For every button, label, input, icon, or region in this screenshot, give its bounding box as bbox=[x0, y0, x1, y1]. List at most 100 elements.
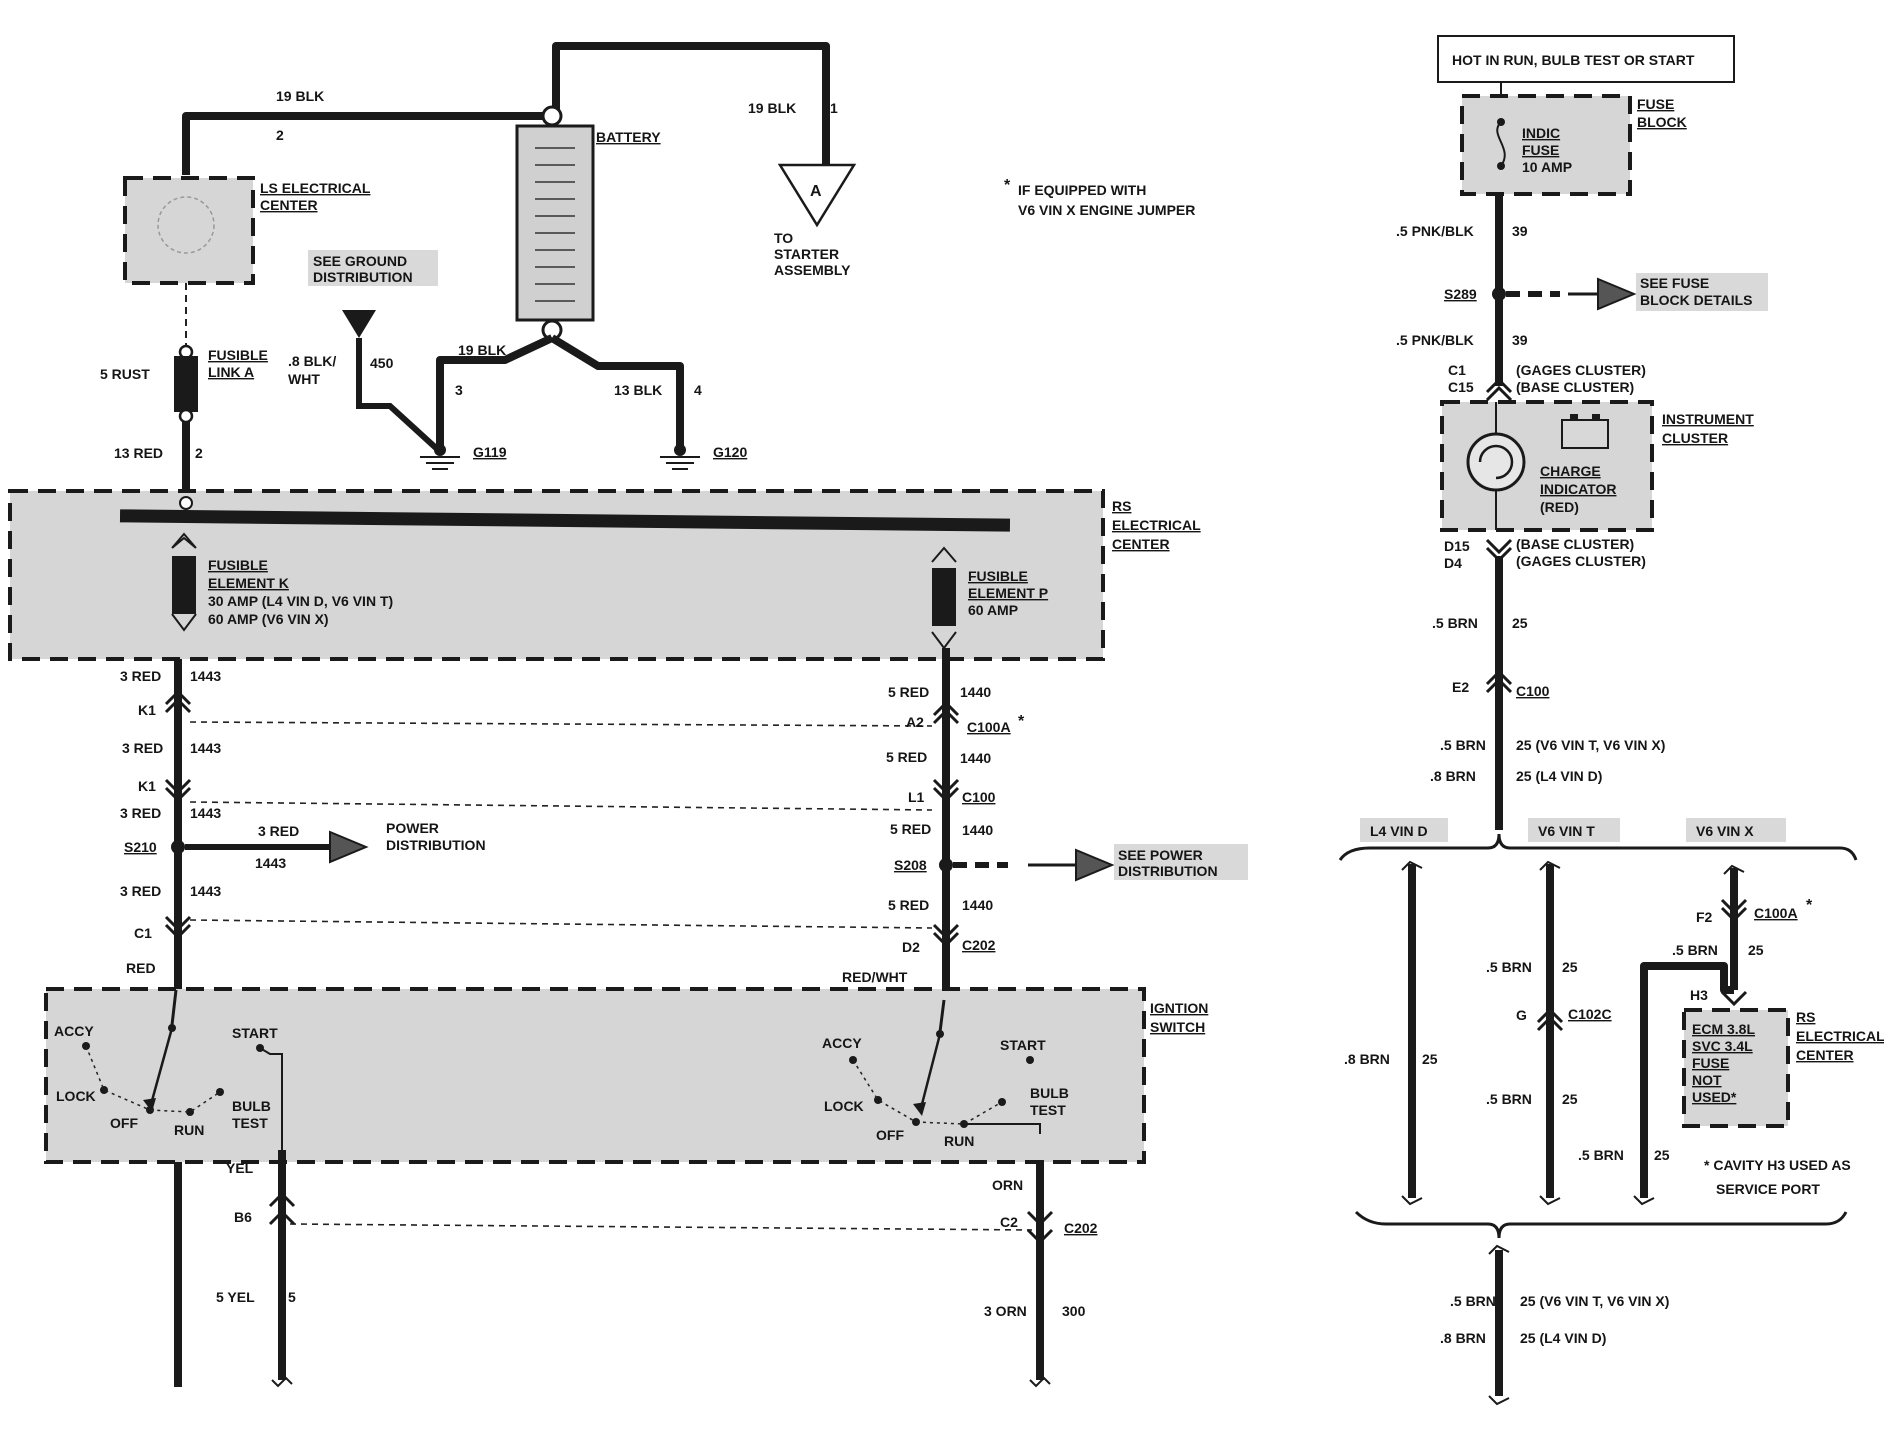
fusible-link-a bbox=[174, 356, 198, 412]
s289-label: S289 bbox=[1444, 286, 1477, 302]
rs-box-i1: ECM 3.8L bbox=[1692, 1021, 1755, 1037]
branch-x-bottom-break bbox=[1633, 1195, 1655, 1206]
starter-gauge: 19 BLK bbox=[748, 100, 796, 116]
branch-t-gauge-b: .5 BRN bbox=[1486, 1091, 1532, 1107]
right-bulb1: BULB bbox=[1030, 1085, 1069, 1101]
w25a-circuit: 25 bbox=[1512, 615, 1528, 631]
battery-icon bbox=[515, 124, 595, 322]
orn-conn: C202 bbox=[1064, 1220, 1098, 1236]
l-color-red: RED bbox=[126, 960, 156, 976]
splice-s208-dot bbox=[939, 858, 953, 872]
fuse-k-l1: FUSIBLE bbox=[208, 557, 268, 573]
fuse-p-l3: 60 AMP bbox=[968, 602, 1018, 618]
fuse-p-top-chevron bbox=[931, 546, 957, 563]
starter-triangle bbox=[777, 163, 857, 228]
rs-center-line3: CENTER bbox=[1112, 536, 1170, 552]
indic-fuse-f1: INDIC bbox=[1522, 125, 1560, 141]
charge-indicator-lamp-icon bbox=[1466, 432, 1526, 492]
r-conn-c100a: C100A bbox=[967, 719, 1011, 735]
rs-box-i5: USED* bbox=[1692, 1089, 1737, 1105]
indic-fuse-f2: FUSE bbox=[1522, 142, 1559, 158]
fuse-element-p bbox=[932, 568, 956, 626]
r-conn-c202: C202 bbox=[962, 937, 996, 953]
splice-s210-label: S210 bbox=[124, 839, 157, 855]
branch-d-bottom-break bbox=[1401, 1195, 1423, 1206]
left-start: START bbox=[232, 1025, 278, 1041]
battery-pos-terminal bbox=[541, 105, 563, 127]
starter-text3: ASSEMBLY bbox=[774, 262, 851, 278]
tab-l4-text: L4 VIN D bbox=[1370, 823, 1428, 839]
left-chain: 3 RED 1443 K1 3 RED 1443 K1 3 RED 1443 S… bbox=[120, 659, 486, 1387]
cluster-c3: (RED) bbox=[1540, 499, 1579, 515]
branch-x-lower-wire bbox=[1640, 962, 1734, 1198]
wire-orn-break bbox=[1029, 1376, 1051, 1388]
branch-x-gauge-b: .5 BRN bbox=[1578, 1147, 1624, 1163]
branch-x-circuit-b: 25 bbox=[1654, 1147, 1670, 1163]
conn-k1-a bbox=[164, 689, 192, 714]
see-ground-box bbox=[308, 250, 438, 286]
branch-x-conn: C100A bbox=[1754, 905, 1798, 921]
yel-gauge: 5 YEL bbox=[216, 1289, 255, 1305]
lamp-filament-icon bbox=[1478, 444, 1514, 480]
l-circuit-2: 1443 bbox=[190, 740, 221, 756]
battery-cells bbox=[535, 147, 575, 302]
r-circuit-3: 1440 bbox=[962, 822, 993, 838]
left-bulb2: TEST bbox=[232, 1115, 268, 1131]
tab-v6t-text: V6 VIN T bbox=[1538, 823, 1595, 839]
w39a-gauge: .5 PNK/BLK bbox=[1396, 223, 1474, 239]
l-gauge-1: 3 RED bbox=[120, 668, 161, 684]
see-fuse-box bbox=[1636, 273, 1768, 311]
g119-gauge2: WHT bbox=[288, 371, 320, 387]
ignition-switch: IGNTION SWITCH ACCY LOCK OFF RUN START B… bbox=[44, 987, 1208, 1164]
rs-center-cavity-box bbox=[1682, 1008, 1790, 1128]
d15-pin1: D15 bbox=[1444, 538, 1470, 554]
w25b-gauge2: .8 BRN bbox=[1430, 768, 1476, 784]
indic-fuse-bottom bbox=[1497, 162, 1505, 170]
indic-fuse-icon bbox=[1496, 121, 1506, 167]
branch-d-top-break bbox=[1401, 860, 1423, 871]
s210-dest1: POWER bbox=[386, 820, 439, 836]
wire-19blk-g119 bbox=[436, 334, 554, 448]
s210-arrow-icon bbox=[329, 830, 369, 864]
cluster-c1: CHARGE bbox=[1540, 463, 1601, 479]
s208-dest1: SEE POWER bbox=[1118, 847, 1203, 863]
s289-dest2: BLOCK DETAILS bbox=[1640, 292, 1753, 308]
yel-circuit: 5 bbox=[288, 1289, 296, 1305]
fuse-block-l1: FUSE bbox=[1637, 96, 1674, 112]
w25b-c2: 25 (L4 VIN D) bbox=[1516, 768, 1602, 784]
fuse-p-l1: FUSIBLE bbox=[968, 568, 1028, 584]
ls-center-line2: CENTER bbox=[260, 197, 318, 213]
d15-t2: (GAGES CLUSTER) bbox=[1516, 553, 1646, 569]
r-pin-a2: A2 bbox=[906, 714, 924, 730]
hot-box-text: HOT IN RUN, BULB TEST OR START bbox=[1452, 52, 1695, 68]
fusible-link-gauge: 5 RUST bbox=[100, 366, 150, 382]
note-h3-l2: SERVICE PORT bbox=[1716, 1181, 1820, 1197]
rs-box-l2: ELECTRICAL bbox=[1796, 1028, 1884, 1044]
g120-gauge: 13 BLK bbox=[614, 382, 662, 398]
w25b-gauge1: .5 BRN bbox=[1440, 737, 1486, 753]
c1-t1: (GAGES CLUSTER) bbox=[1516, 362, 1646, 378]
g120-circuit: 4 bbox=[694, 382, 702, 398]
l-circuit-3: 1443 bbox=[190, 805, 221, 821]
yel-pin: B6 bbox=[234, 1209, 252, 1225]
cluster-l1: INSTRUMENT bbox=[1662, 411, 1754, 427]
fuse-k-l4: 60 AMP (V6 VIN X) bbox=[208, 611, 329, 627]
tab-v6-vin-x bbox=[1686, 818, 1786, 842]
branch-t-gauge-a: .5 BRN bbox=[1486, 959, 1532, 975]
wire-13red-circuit: 2 bbox=[195, 445, 203, 461]
right-run: RUN bbox=[944, 1133, 974, 1149]
r-circuit-2: 1440 bbox=[960, 750, 991, 766]
c1-pin1: C1 bbox=[1448, 362, 1466, 378]
conn-c100a-x bbox=[1720, 898, 1748, 923]
r-conn-c100: C100 bbox=[962, 789, 996, 805]
see-power-box bbox=[1114, 844, 1248, 880]
tab-l4-vin-d bbox=[1360, 818, 1448, 842]
bottom-outputs: YEL B6 5 YEL 5 ORN C2 C202 3 ORN 300 bbox=[216, 1150, 1098, 1388]
g119-label: G119 bbox=[473, 444, 507, 460]
r-gauge-3: 5 RED bbox=[890, 821, 931, 837]
r-conn-c100a-star: * bbox=[1018, 713, 1025, 730]
w25c-c2: 25 (L4 VIN D) bbox=[1520, 1330, 1606, 1346]
w39a-circuit: 39 bbox=[1512, 223, 1528, 239]
w39b-circuit: 39 bbox=[1512, 332, 1528, 348]
